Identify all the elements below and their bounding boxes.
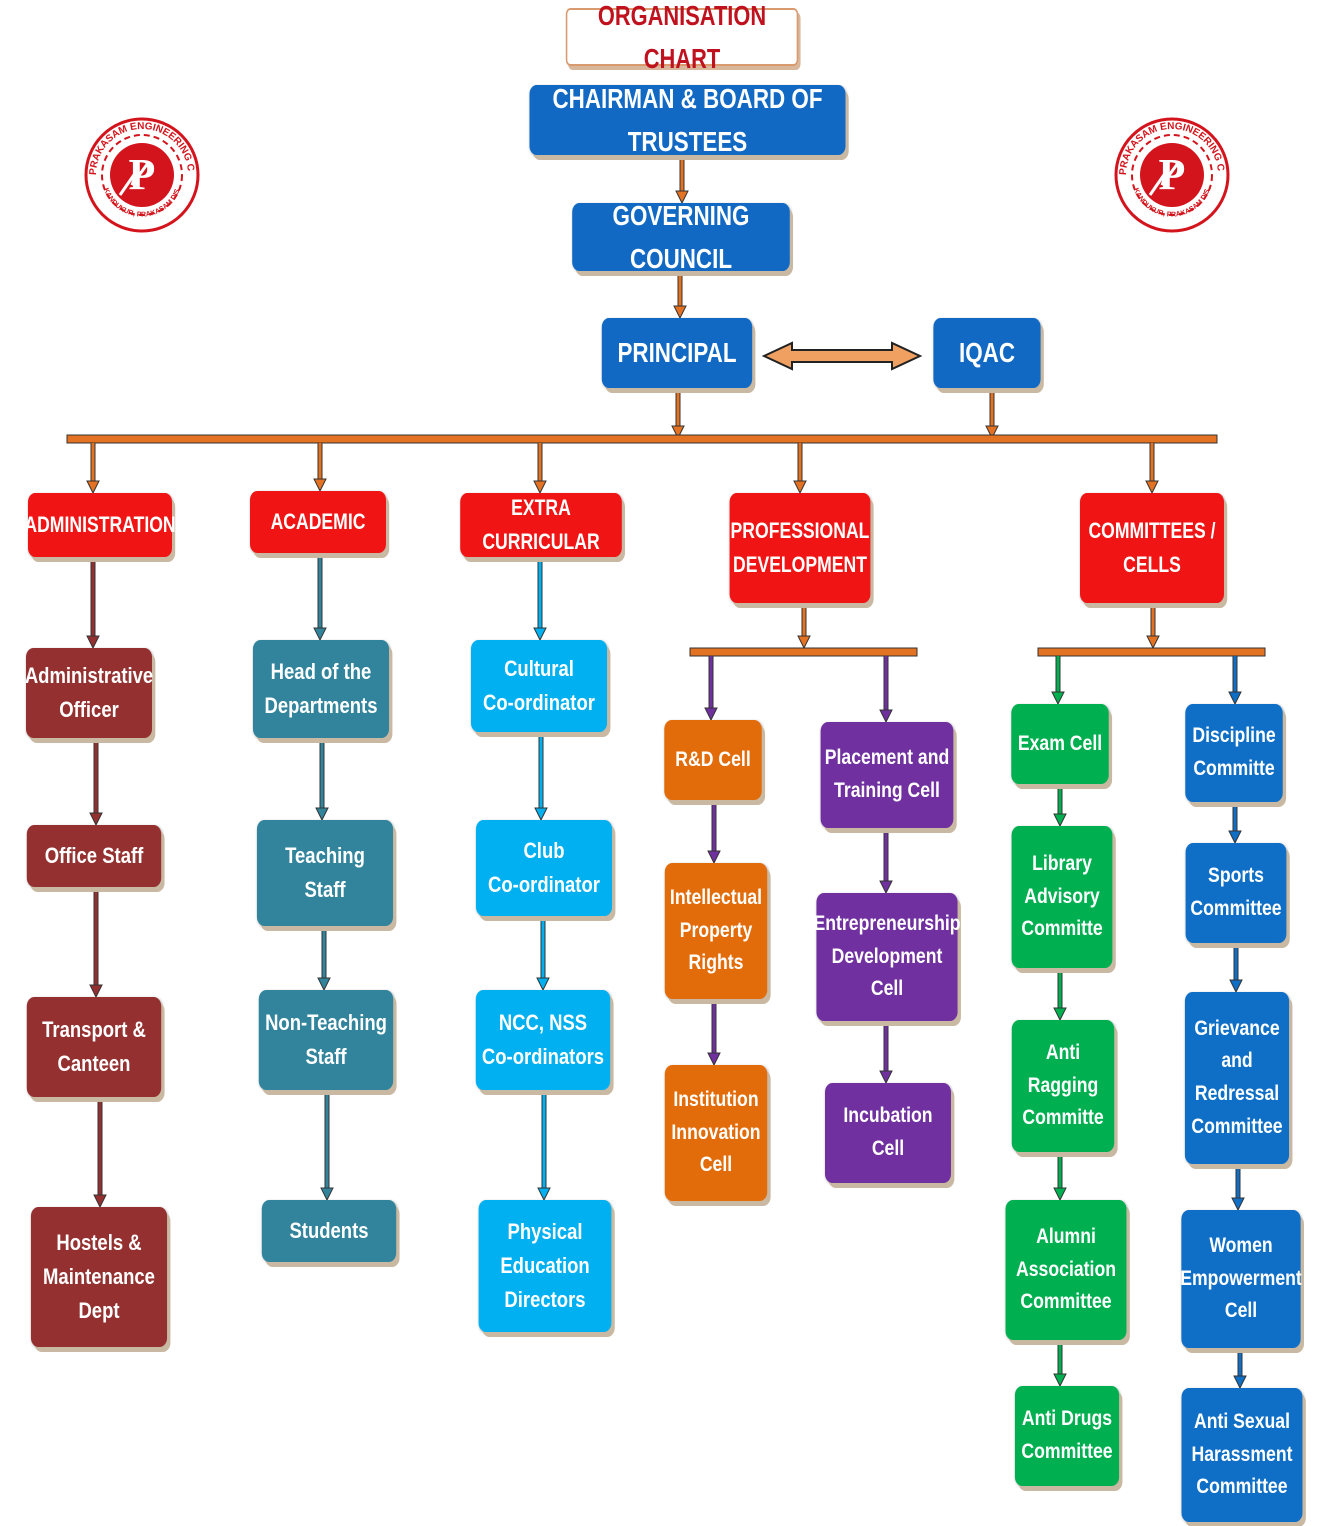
node-students: Students	[261, 1200, 397, 1262]
arrow-acad-4-arrowhead	[320, 1187, 334, 1202]
arrow-placement-3-arrowhead	[879, 1070, 893, 1085]
head-committees-cells: COMMITTEES / CELLS	[1080, 493, 1224, 603]
node-iqac: IQAC	[933, 318, 1041, 388]
arrow-governing-principal-arrowhead	[673, 305, 687, 320]
arrow-bar-head-4-arrowhead	[1145, 480, 1159, 495]
node-discipline-committe: Discipline Committe	[1185, 704, 1283, 802]
arrow-principal-bar-arrowhead	[671, 425, 685, 440]
arrow-placement-2-arrowhead	[879, 880, 893, 895]
main-distribution-bar	[66, 434, 1218, 444]
arrow-admin-2-arrowhead	[89, 812, 103, 827]
arrow-acad-3-arrowhead	[317, 977, 331, 992]
node-grievance-redressal-committee: Grievance and Redressal Committee	[1184, 992, 1290, 1164]
arrow-green-4-arrowhead	[1053, 1187, 1067, 1202]
node-alumni-association-committee: Alumni Association Committee	[1005, 1200, 1127, 1340]
node-non-teaching-staff: Non-Teaching Staff	[258, 990, 394, 1090]
node-ncc-nss-coordinators: NCC, NSS Co-ordinators	[475, 990, 611, 1090]
college-logo-left: P PRAKASAM ENGINEERING COLLEGE KANDUKUR,…	[80, 85, 200, 233]
arrow-blue-4-arrowhead	[1231, 1197, 1245, 1212]
arrow-chairman-governing-arrowhead	[675, 190, 689, 205]
node-office-staff: Office Staff	[26, 825, 162, 887]
arrow-green-2-arrowhead	[1053, 813, 1067, 828]
arrow-comm-bar-arrowhead	[1146, 635, 1160, 650]
node-women-empowerment-cell: Women Empowerment Cell	[1180, 1210, 1302, 1348]
college-logo-right: P PRAKASAM ENGINEERING COLLEGE KANDUKUR,…	[1110, 85, 1230, 233]
committees-distribution-bar	[1037, 647, 1266, 657]
arrow-blue-1-arrowhead	[1228, 691, 1242, 706]
arrow-green-1-arrowhead	[1051, 691, 1065, 706]
node-exam-cell: Exam Cell	[1011, 704, 1109, 784]
arrow-admin-1-arrowhead	[86, 635, 100, 650]
arrow-blue-2-arrowhead	[1228, 830, 1242, 845]
head-professional-development: PROFESSIONAL DEVELOPMENT	[729, 493, 871, 603]
node-sports-committee: Sports Committee	[1185, 843, 1287, 943]
node-cultural-coordinator: Cultural Co-ordinator	[470, 640, 608, 732]
principal-iqac-double-arrow	[761, 341, 923, 371]
arrow-bar-head-2-arrowhead	[533, 480, 547, 495]
node-anti-sexual-harassment-committee: Anti Sexual Harassment Committee	[1181, 1388, 1303, 1522]
arrow-extra-1-arrowhead	[533, 627, 547, 642]
node-ipr: Intellectual Property Rights	[664, 863, 768, 999]
arrow-admin-4-arrowhead	[93, 1194, 107, 1209]
arrow-rd-1-arrowhead	[704, 707, 718, 722]
arrow-rd-3-arrowhead	[707, 1052, 721, 1067]
arrow-green-5-arrowhead	[1053, 1373, 1067, 1388]
arrow-bar-head-0-arrowhead	[86, 480, 100, 495]
node-placement-training-cell: Placement and Training Cell	[820, 722, 954, 828]
node-anti-drugs-committee: Anti Drugs Committee	[1014, 1386, 1120, 1486]
arrow-green-3-arrowhead	[1053, 1007, 1067, 1022]
head-academic: ACADEMIC	[250, 491, 386, 553]
node-chairman: CHAIRMAN & BOARD OF TRUSTEES	[529, 83, 846, 157]
node-physical-education-directors: Physical Education Directors	[478, 1200, 612, 1332]
arrow-acad-1-arrowhead	[313, 627, 327, 642]
node-transport-canteen: Transport & Canteen	[26, 997, 162, 1097]
node-teaching-staff: Teaching Staff	[256, 820, 394, 926]
node-incubation-cell: Incubation Cell	[825, 1083, 951, 1183]
arrow-blue-3-arrowhead	[1229, 979, 1243, 994]
node-entrepreneurship-development-cell: Entrepreneurship Development Cell	[813, 893, 961, 1021]
node-rd-cell: R&D Cell	[664, 720, 762, 800]
arrow-extra-4-arrowhead	[537, 1187, 551, 1202]
arrow-admin-3-arrowhead	[89, 984, 103, 999]
node-anti-ragging-committe: Anti Ragging Committe	[1011, 1020, 1115, 1152]
node-principal: PRINCIPAL	[601, 318, 753, 388]
arrow-extra-2-arrowhead	[534, 807, 548, 822]
head-extra-curricular: EXTRA CURRICULAR	[460, 493, 622, 557]
arrow-acad-2-arrowhead	[315, 807, 329, 822]
arrow-bar-head-3-arrowhead	[793, 480, 807, 495]
node-institution-innovation-cell: Institution Innovation Cell	[664, 1065, 768, 1201]
arrow-extra-3-arrowhead	[536, 977, 550, 992]
arrow-blue-5-arrowhead	[1233, 1375, 1247, 1390]
chart-title: ORGANISATION CHART	[565, 0, 799, 74]
node-head-of-departments: Head of the Departments	[252, 640, 390, 738]
node-club-coordinator: Club Co-ordinator	[475, 820, 613, 916]
professional-distribution-bar	[689, 647, 918, 657]
node-library-advisory-committe: Library Advisory Committe	[1011, 826, 1113, 968]
node-governing-council: GOVERNING COUNCIL	[572, 200, 790, 274]
arrow-prof-bar-arrowhead	[797, 635, 811, 650]
node-administrative-officer: Administrative Officer	[25, 648, 153, 738]
head-administration: ADMINISTRATION	[24, 493, 176, 557]
node-hostels-maintenance: Hostels & Maintenance Dept	[30, 1207, 168, 1347]
arrow-bar-head-1-arrowhead	[313, 478, 327, 493]
arrow-placement-1-arrowhead	[879, 709, 893, 724]
arrow-iqac-bar-arrowhead	[985, 425, 999, 440]
arrow-rd-2-arrowhead	[707, 850, 721, 865]
